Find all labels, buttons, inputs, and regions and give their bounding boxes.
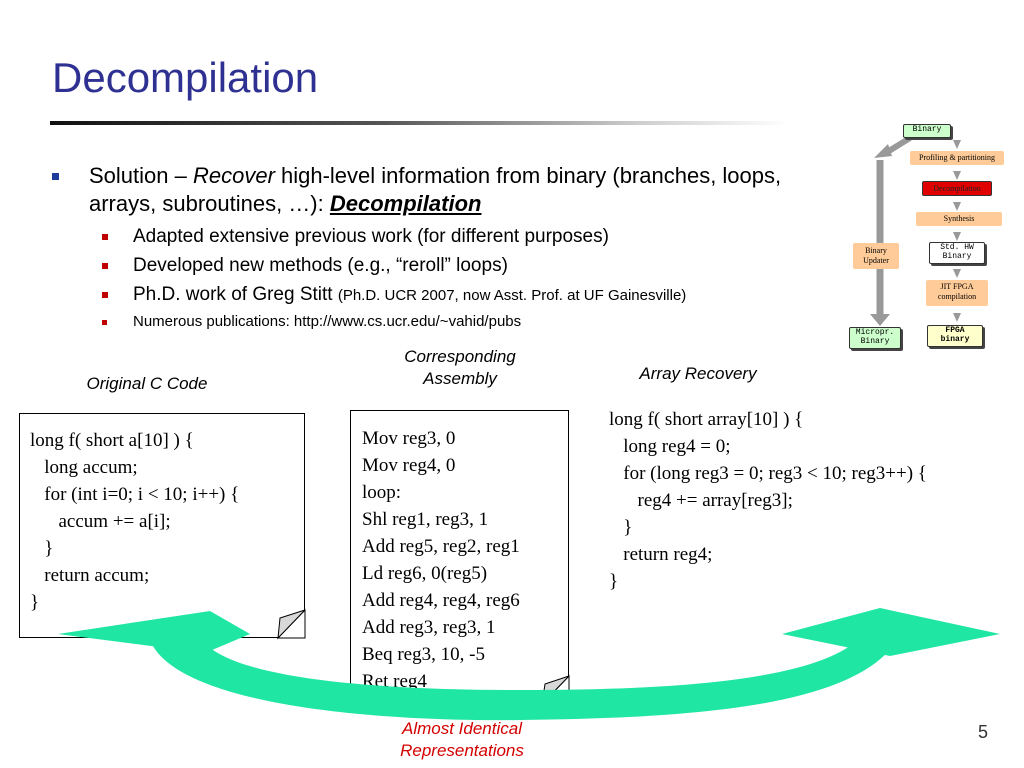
flow-arrows (870, 135, 961, 326)
diagram-binary-updater-box: Binary Updater (853, 243, 899, 269)
array-recovery-text: long f( short array[10] ) { long reg4 = … (609, 409, 927, 592)
diagram-jit-fpga-box: JIT FPGA compilation (926, 280, 988, 306)
diagram-std-hw-binary-box: Std. HW Binary (929, 242, 985, 264)
bullet-main: Solution – Recover high-level informatio… (52, 162, 842, 218)
caption-corresponding-assembly: Corresponding Assembly (404, 347, 516, 388)
flow-diagram: Binary Profiling & partitioning Decompil… (840, 118, 1020, 358)
diagram-decompilation-box: Decompilation (922, 181, 992, 196)
diagram-binary-box: Binary (903, 124, 951, 138)
c-code-box: long f( short a[10] ) { long accum; for … (19, 413, 305, 638)
page-title: Decompilation (52, 54, 319, 101)
bullet-marker (102, 263, 108, 269)
bullet-marker (102, 320, 107, 325)
bullet-marker (102, 292, 108, 298)
bullet-main-prefix: Solution – (89, 163, 193, 188)
bullet-sub-3: Ph.D. work of Greg Stitt (Ph.D. UCR 2007… (52, 283, 842, 308)
diagram-micropr-binary-box: Micropr. Binary (849, 327, 901, 349)
c-code-text: long f( short a[10] ) { long accum; for … (30, 430, 240, 613)
bullet-main-middle: high-level information from binary (bran… (89, 163, 782, 216)
bullet-marker (52, 173, 59, 180)
bullet-sub-2: Developed new methods (e.g., “reroll” lo… (52, 254, 842, 278)
bullet-main-decompilation: Decompilation (329, 191, 482, 216)
bullet-sub-text: Adapted extensive previous work (for dif… (133, 226, 609, 247)
bullet-sub-text: Developed new methods (e.g., “reroll” lo… (133, 255, 508, 276)
bullet-sub-aside: (Ph.D. UCR 2007, now Asst. Prof. at UF G… (337, 287, 687, 304)
bullet-list: Solution – Recover high-level informatio… (52, 162, 842, 334)
caption-almost-identical: Almost Identical Representations (400, 719, 524, 760)
bullet-sub-1: Adapted extensive previous work (for dif… (52, 225, 842, 249)
bullet-sub-4: Numerous publications: http://www.cs.ucr… (52, 310, 842, 334)
diagram-fpga-binary-box: FPGA binary (927, 325, 983, 347)
title-underline (50, 121, 790, 125)
caption-original-c-code: Original C Code (86, 374, 208, 393)
bullet-sub-text: Numerous publications: http://www.cs.ucr… (133, 313, 522, 330)
caption-array-recovery: Array Recovery (639, 364, 757, 383)
bullet-marker (102, 234, 108, 240)
page-number: 5 (978, 722, 989, 742)
assembly-text: Mov reg3, 0 Mov reg4, 0 loop: Shl reg1, … (362, 428, 520, 692)
bullet-main-recover: Recover (192, 163, 275, 188)
assembly-box: Mov reg3, 0 Mov reg4, 0 loop: Shl reg1, … (350, 410, 569, 704)
diagram-profiling-box: Profiling & partitioning (910, 151, 1004, 165)
diagram-synthesis-box: Synthesis (916, 212, 1002, 226)
bullet-sub-text: Ph.D. work of Greg Stitt (133, 284, 338, 305)
